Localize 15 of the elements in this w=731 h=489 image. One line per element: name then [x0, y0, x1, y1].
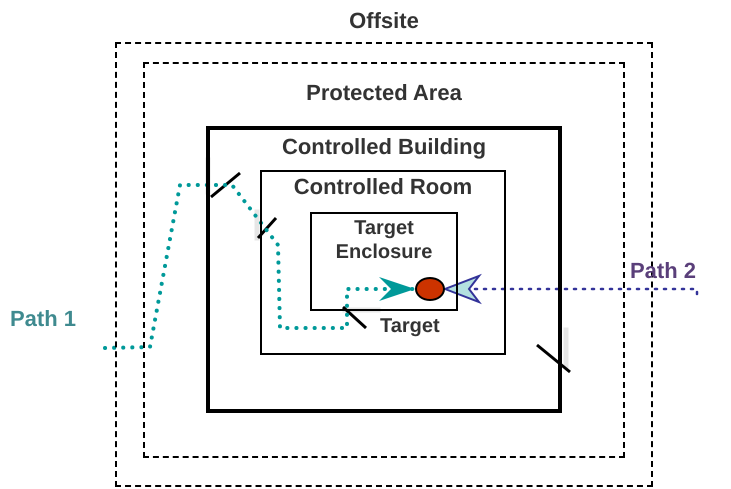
attack-path-arrow: [444, 275, 698, 303]
target-label: Target: [380, 315, 440, 338]
zone-label: Controlled Building: [280, 134, 488, 160]
zone-label: Offsite: [348, 8, 420, 34]
zone-boundary: [143, 62, 625, 458]
target-circle: [415, 277, 445, 301]
zone-boundary: [206, 126, 562, 413]
path-label: Path 2: [630, 258, 698, 284]
zone-label: Protected Area: [305, 80, 463, 106]
zone-label: Target Enclosure: [334, 216, 434, 264]
zone-boundary: [260, 170, 506, 355]
attack-path-arrow: [103, 183, 417, 350]
enclosure-box: [310, 212, 458, 311]
zone-label: Controlled Room: [292, 174, 474, 200]
path-label: Path 1: [10, 306, 78, 332]
